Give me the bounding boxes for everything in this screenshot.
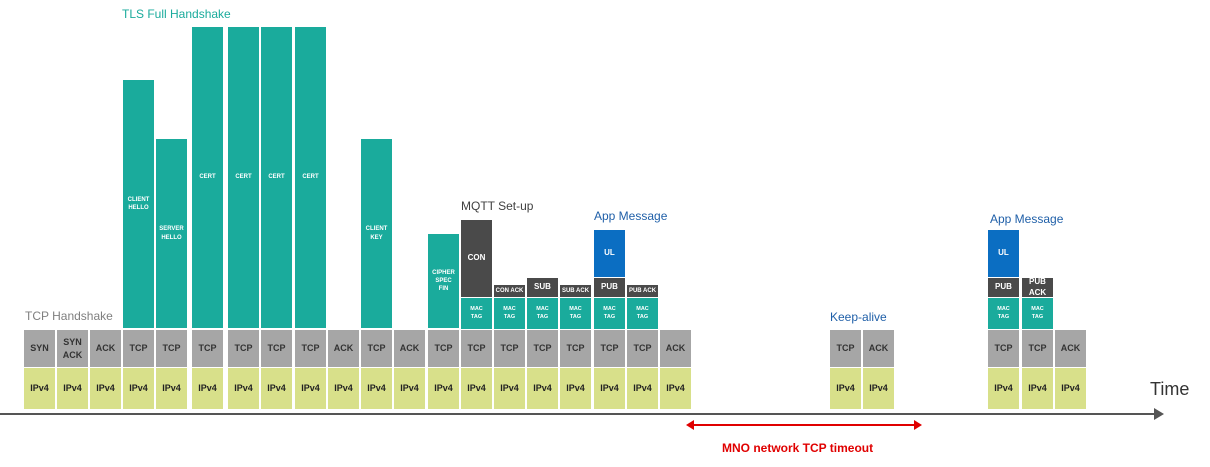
tls-record-block: CLIENT KEY bbox=[361, 139, 392, 328]
transport-block: TCP bbox=[461, 330, 492, 367]
mno-timeout-span bbox=[692, 424, 914, 426]
transport-block: ACK bbox=[1055, 330, 1086, 367]
mac-tag-block: MAC TAG bbox=[560, 298, 591, 329]
mac-tag-block: MAC TAG bbox=[988, 298, 1019, 329]
app-message-label-2: App Message bbox=[990, 212, 1064, 226]
tls-record-block: CERT bbox=[228, 27, 259, 328]
ipv4-block: IPv4 bbox=[261, 368, 292, 409]
ipv4-block: IPv4 bbox=[1055, 368, 1086, 409]
mqtt-packet-block: CON ACK bbox=[494, 285, 525, 297]
ipv4-block: IPv4 bbox=[192, 368, 223, 409]
transport-block: ACK bbox=[394, 330, 425, 367]
mno-timeout-label: MNO network TCP timeout bbox=[722, 441, 874, 455]
mqtt-packet-block: SUB ACK bbox=[560, 285, 591, 297]
transport-block: TCP bbox=[494, 330, 525, 367]
ipv4-block: IPv4 bbox=[560, 368, 591, 409]
mac-tag-block: MAC TAG bbox=[461, 298, 492, 329]
transport-block: TCP bbox=[261, 330, 292, 367]
ipv4-block: IPv4 bbox=[394, 368, 425, 409]
ipv4-block: IPv4 bbox=[228, 368, 259, 409]
ipv4-block: IPv4 bbox=[295, 368, 326, 409]
ipv4-block: IPv4 bbox=[527, 368, 558, 409]
mno-timeout-left-arrowhead bbox=[686, 420, 694, 430]
ipv4-block: IPv4 bbox=[594, 368, 625, 409]
transport-block: TCP bbox=[830, 330, 861, 367]
transport-block: TCP bbox=[1022, 330, 1053, 367]
ipv4-block: IPv4 bbox=[1022, 368, 1053, 409]
ipv4-block: IPv4 bbox=[863, 368, 894, 409]
time-axis-arrowhead bbox=[1154, 408, 1164, 420]
app-uplink-block: UL bbox=[988, 230, 1019, 277]
tls-record-block: CERT bbox=[295, 27, 326, 328]
transport-block: ACK bbox=[90, 330, 121, 367]
mno-timeout-right-arrowhead bbox=[914, 420, 922, 430]
transport-block: TCP bbox=[192, 330, 223, 367]
transport-block: TCP bbox=[156, 330, 187, 367]
mqtt-packet-block: PUB ACK bbox=[627, 285, 658, 297]
transport-block: TCP bbox=[627, 330, 658, 367]
transport-block: SYN ACK bbox=[57, 330, 88, 367]
transport-block: TCP bbox=[228, 330, 259, 367]
ipv4-block: IPv4 bbox=[461, 368, 492, 409]
tls-record-block: CIPHER SPEC FIN bbox=[428, 234, 459, 328]
app-uplink-block: UL bbox=[594, 230, 625, 277]
app-message-label-1: App Message bbox=[594, 209, 668, 223]
mac-tag-block: MAC TAG bbox=[627, 298, 658, 329]
time-label: Time bbox=[1150, 379, 1190, 399]
tls-record-block: CERT bbox=[261, 27, 292, 328]
mqtt-packet-block: PUB ACK bbox=[1022, 277, 1053, 297]
ipv4-block: IPv4 bbox=[57, 368, 88, 409]
transport-block: ACK bbox=[863, 330, 894, 367]
transport-block: ACK bbox=[660, 330, 691, 367]
mqtt-packet-block: CON bbox=[461, 220, 492, 297]
mac-tag-block: MAC TAG bbox=[494, 298, 525, 329]
ipv4-block: IPv4 bbox=[328, 368, 359, 409]
transport-block: TCP bbox=[988, 330, 1019, 367]
transport-block: TCP bbox=[123, 330, 154, 367]
ipv4-block: IPv4 bbox=[988, 368, 1019, 409]
transport-block: TCP bbox=[295, 330, 326, 367]
mqtt-packet-block: PUB bbox=[594, 278, 625, 297]
ipv4-block: IPv4 bbox=[156, 368, 187, 409]
mqtt-setup-label: MQTT Set-up bbox=[461, 199, 534, 213]
tls-full-handshake-label: TLS Full Handshake bbox=[122, 7, 231, 21]
tcp-handshake-label: TCP Handshake bbox=[25, 309, 113, 323]
ipv4-block: IPv4 bbox=[428, 368, 459, 409]
mac-tag-block: MAC TAG bbox=[527, 298, 558, 329]
transport-block: TCP bbox=[527, 330, 558, 367]
transport-block: TCP bbox=[428, 330, 459, 367]
transport-block: SYN bbox=[24, 330, 55, 367]
ipv4-block: IPv4 bbox=[24, 368, 55, 409]
time-axis bbox=[0, 413, 1155, 415]
ipv4-block: IPv4 bbox=[361, 368, 392, 409]
keep-alive-label: Keep-alive bbox=[830, 310, 887, 324]
transport-block: ACK bbox=[328, 330, 359, 367]
tls-record-block: SERVER HELLO bbox=[156, 139, 187, 328]
ipv4-block: IPv4 bbox=[830, 368, 861, 409]
ipv4-block: IPv4 bbox=[660, 368, 691, 409]
mqtt-packet-block: PUB bbox=[988, 278, 1019, 297]
tls-record-block: CLIENT HELLO bbox=[123, 80, 154, 328]
transport-block: TCP bbox=[594, 330, 625, 367]
ipv4-block: IPv4 bbox=[494, 368, 525, 409]
tls-record-block: CERT bbox=[192, 27, 223, 328]
transport-block: TCP bbox=[361, 330, 392, 367]
mac-tag-block: MAC TAG bbox=[1022, 298, 1053, 329]
transport-block: TCP bbox=[560, 330, 591, 367]
mac-tag-block: MAC TAG bbox=[594, 298, 625, 329]
ipv4-block: IPv4 bbox=[123, 368, 154, 409]
ipv4-block: IPv4 bbox=[90, 368, 121, 409]
mqtt-packet-block: SUB bbox=[527, 278, 558, 297]
ipv4-block: IPv4 bbox=[627, 368, 658, 409]
